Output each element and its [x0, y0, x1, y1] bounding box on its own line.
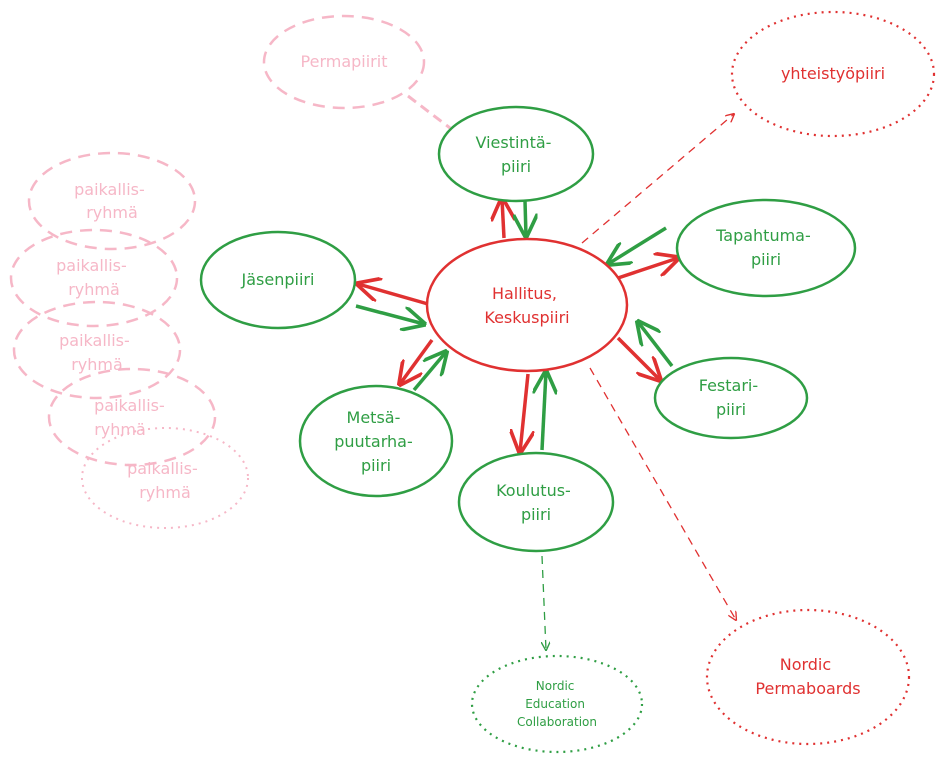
nordic-education-label: Nordic Education Collaboration: [517, 679, 597, 729]
node-nordic-permaboards[interactable]: Nordic Permaboards: [705, 608, 911, 746]
tapahtuma-shape[interactable]: [675, 198, 857, 298]
permapiirit-connector: [407, 94, 451, 130]
local-groups: paikallis- ryhmä paikallis- ryhmä paikal…: [9, 151, 249, 529]
arrow-center-to-koulutus: [520, 373, 528, 452]
node-center[interactable]: Hallitus, Keskuspiiri: [425, 237, 629, 373]
node-tapahtuma[interactable]: Tapahtuma- piiri: [675, 198, 857, 298]
node-nordic-education[interactable]: Nordic Education Collaboration: [470, 654, 644, 754]
permapiirit-label: Permapiirit: [301, 52, 388, 71]
local-group-1-label: paikallis- ryhmä: [74, 180, 150, 222]
nordic-permaboards-shape[interactable]: [705, 608, 911, 746]
arrow-metsa-to-center: [412, 352, 446, 392]
koulutus-shape[interactable]: [457, 451, 615, 553]
arrow-koulutus-to-center: [542, 372, 546, 451]
festari-shape[interactable]: [653, 356, 809, 440]
node-festari[interactable]: Festari- piiri: [653, 356, 809, 440]
local-group-1-shape[interactable]: [27, 151, 197, 251]
tapahtuma-label: Tapahtuma- piiri: [715, 226, 816, 269]
viestinta-shape[interactable]: [437, 105, 595, 203]
node-jasen[interactable]: Jäsenpiiri: [199, 230, 357, 330]
center-label: Hallitus, Keskuspiiri: [484, 284, 569, 327]
nordic-permaboards-label: Nordic Permaboards: [755, 655, 860, 698]
local-group-3-shape[interactable]: [12, 300, 182, 400]
node-viestinta[interactable]: Viestintä- piiri: [437, 105, 595, 203]
arrow-center-to-festari: [616, 336, 660, 380]
link-to-nordic-education: [542, 555, 546, 650]
link-to-yhteistyopiiri: [581, 114, 734, 244]
arrow-tapahtuma-to-center: [608, 226, 667, 264]
arrow-center-to-viestinta: [502, 199, 504, 239]
metsa-label: Metsä- puutarha- piiri: [334, 408, 418, 475]
node-yhteistyopiiri[interactable]: yhteistyöpiiri: [730, 10, 936, 138]
node-koulutus[interactable]: Koulutus- piiri: [457, 451, 615, 553]
metsa-shape[interactable]: [298, 384, 454, 498]
arrow-center-to-metsa: [400, 338, 434, 384]
arrow-viestinta-to-center: [525, 200, 526, 236]
local-group-3-label: paikallis- ryhmä: [59, 331, 135, 374]
nordic-education-shape[interactable]: [470, 654, 644, 754]
local-group-4-label: paikallis- ryhmä: [94, 396, 170, 439]
arrow-center-to-tapahtuma: [617, 258, 678, 280]
jasen-shape[interactable]: [199, 230, 357, 330]
local-group-2-label: paikallis- ryhmä: [56, 256, 132, 299]
local-group-4-shape[interactable]: [47, 367, 217, 467]
yhteistyopiiri-shape[interactable]: [730, 10, 936, 138]
center-shape[interactable]: [425, 237, 629, 373]
arrow-jasen-to-center: [355, 304, 424, 324]
viestinta-label: Viestintä- piiri: [475, 133, 556, 176]
arrow-center-to-jasen: [358, 284, 429, 306]
jasen-label: Jäsenpiiri: [241, 270, 315, 289]
local-group-2-shape[interactable]: [9, 228, 179, 328]
arrow-festari-to-center: [638, 322, 674, 368]
local-group-5-shape[interactable]: [81, 427, 249, 529]
node-metsa[interactable]: Metsä- puutarha- piiri: [298, 384, 454, 498]
festari-label: Festari- piiri: [699, 376, 763, 419]
arrows: [356, 199, 678, 452]
koulutus-label: Koulutus- piiri: [496, 481, 576, 524]
link-to-nordic-permaboards: [589, 367, 736, 620]
permapiirit-shape[interactable]: [262, 14, 426, 110]
node-permapiirit[interactable]: Permapiirit: [262, 14, 426, 110]
yhteistyopiiri-label: yhteistyöpiiri: [781, 64, 885, 83]
local-group-5-label: paikallis- ryhmä: [127, 459, 203, 502]
